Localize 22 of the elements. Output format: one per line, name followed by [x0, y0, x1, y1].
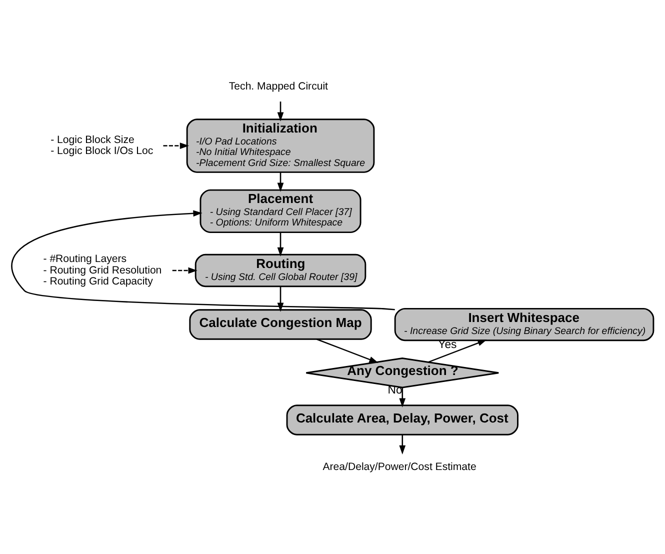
node-box: Calculate Area, Delay, Power, Cost: [286, 404, 518, 436]
edge-label: Yes: [438, 339, 457, 352]
node-box: Calculate Congestion Map: [189, 309, 372, 340]
node-box: Initialization -I/O Pad Locations -No Initial Whitespace -Placement Grid Size: Smallest Square: [186, 118, 375, 173]
arrow: [399, 434, 406, 454]
arrow: [399, 388, 406, 408]
node-text: Tech. Mapped Circuit: [228, 80, 328, 93]
arrow: [12, 210, 395, 310]
arrow: [277, 286, 284, 312]
node-text: Area/Delay/Power/Cost Estimate: [322, 460, 476, 473]
arrow: [172, 267, 198, 274]
node-text: - #Routing Layers - Routing Grid Resolution - Routing Grid Capacity: [43, 252, 162, 288]
node-box: Insert Whitespace - Increase Grid Size (Using Binary Search for efficiency): [394, 308, 654, 342]
arrow: [277, 232, 284, 256]
node-box: Routing - Using Std. Cell Global Router [39]: [194, 254, 366, 288]
arrow: [316, 338, 378, 363]
node-box: Placement - Using Standard Cell Placer [37] - Options: Uniform Whitespace: [200, 189, 362, 234]
arrow: [163, 142, 190, 149]
arrow: [277, 102, 284, 122]
arrow: [277, 172, 284, 192]
node-text: - Logic Block Size - Logic Block I/Os Loc: [50, 134, 154, 158]
arrow: [428, 340, 487, 363]
